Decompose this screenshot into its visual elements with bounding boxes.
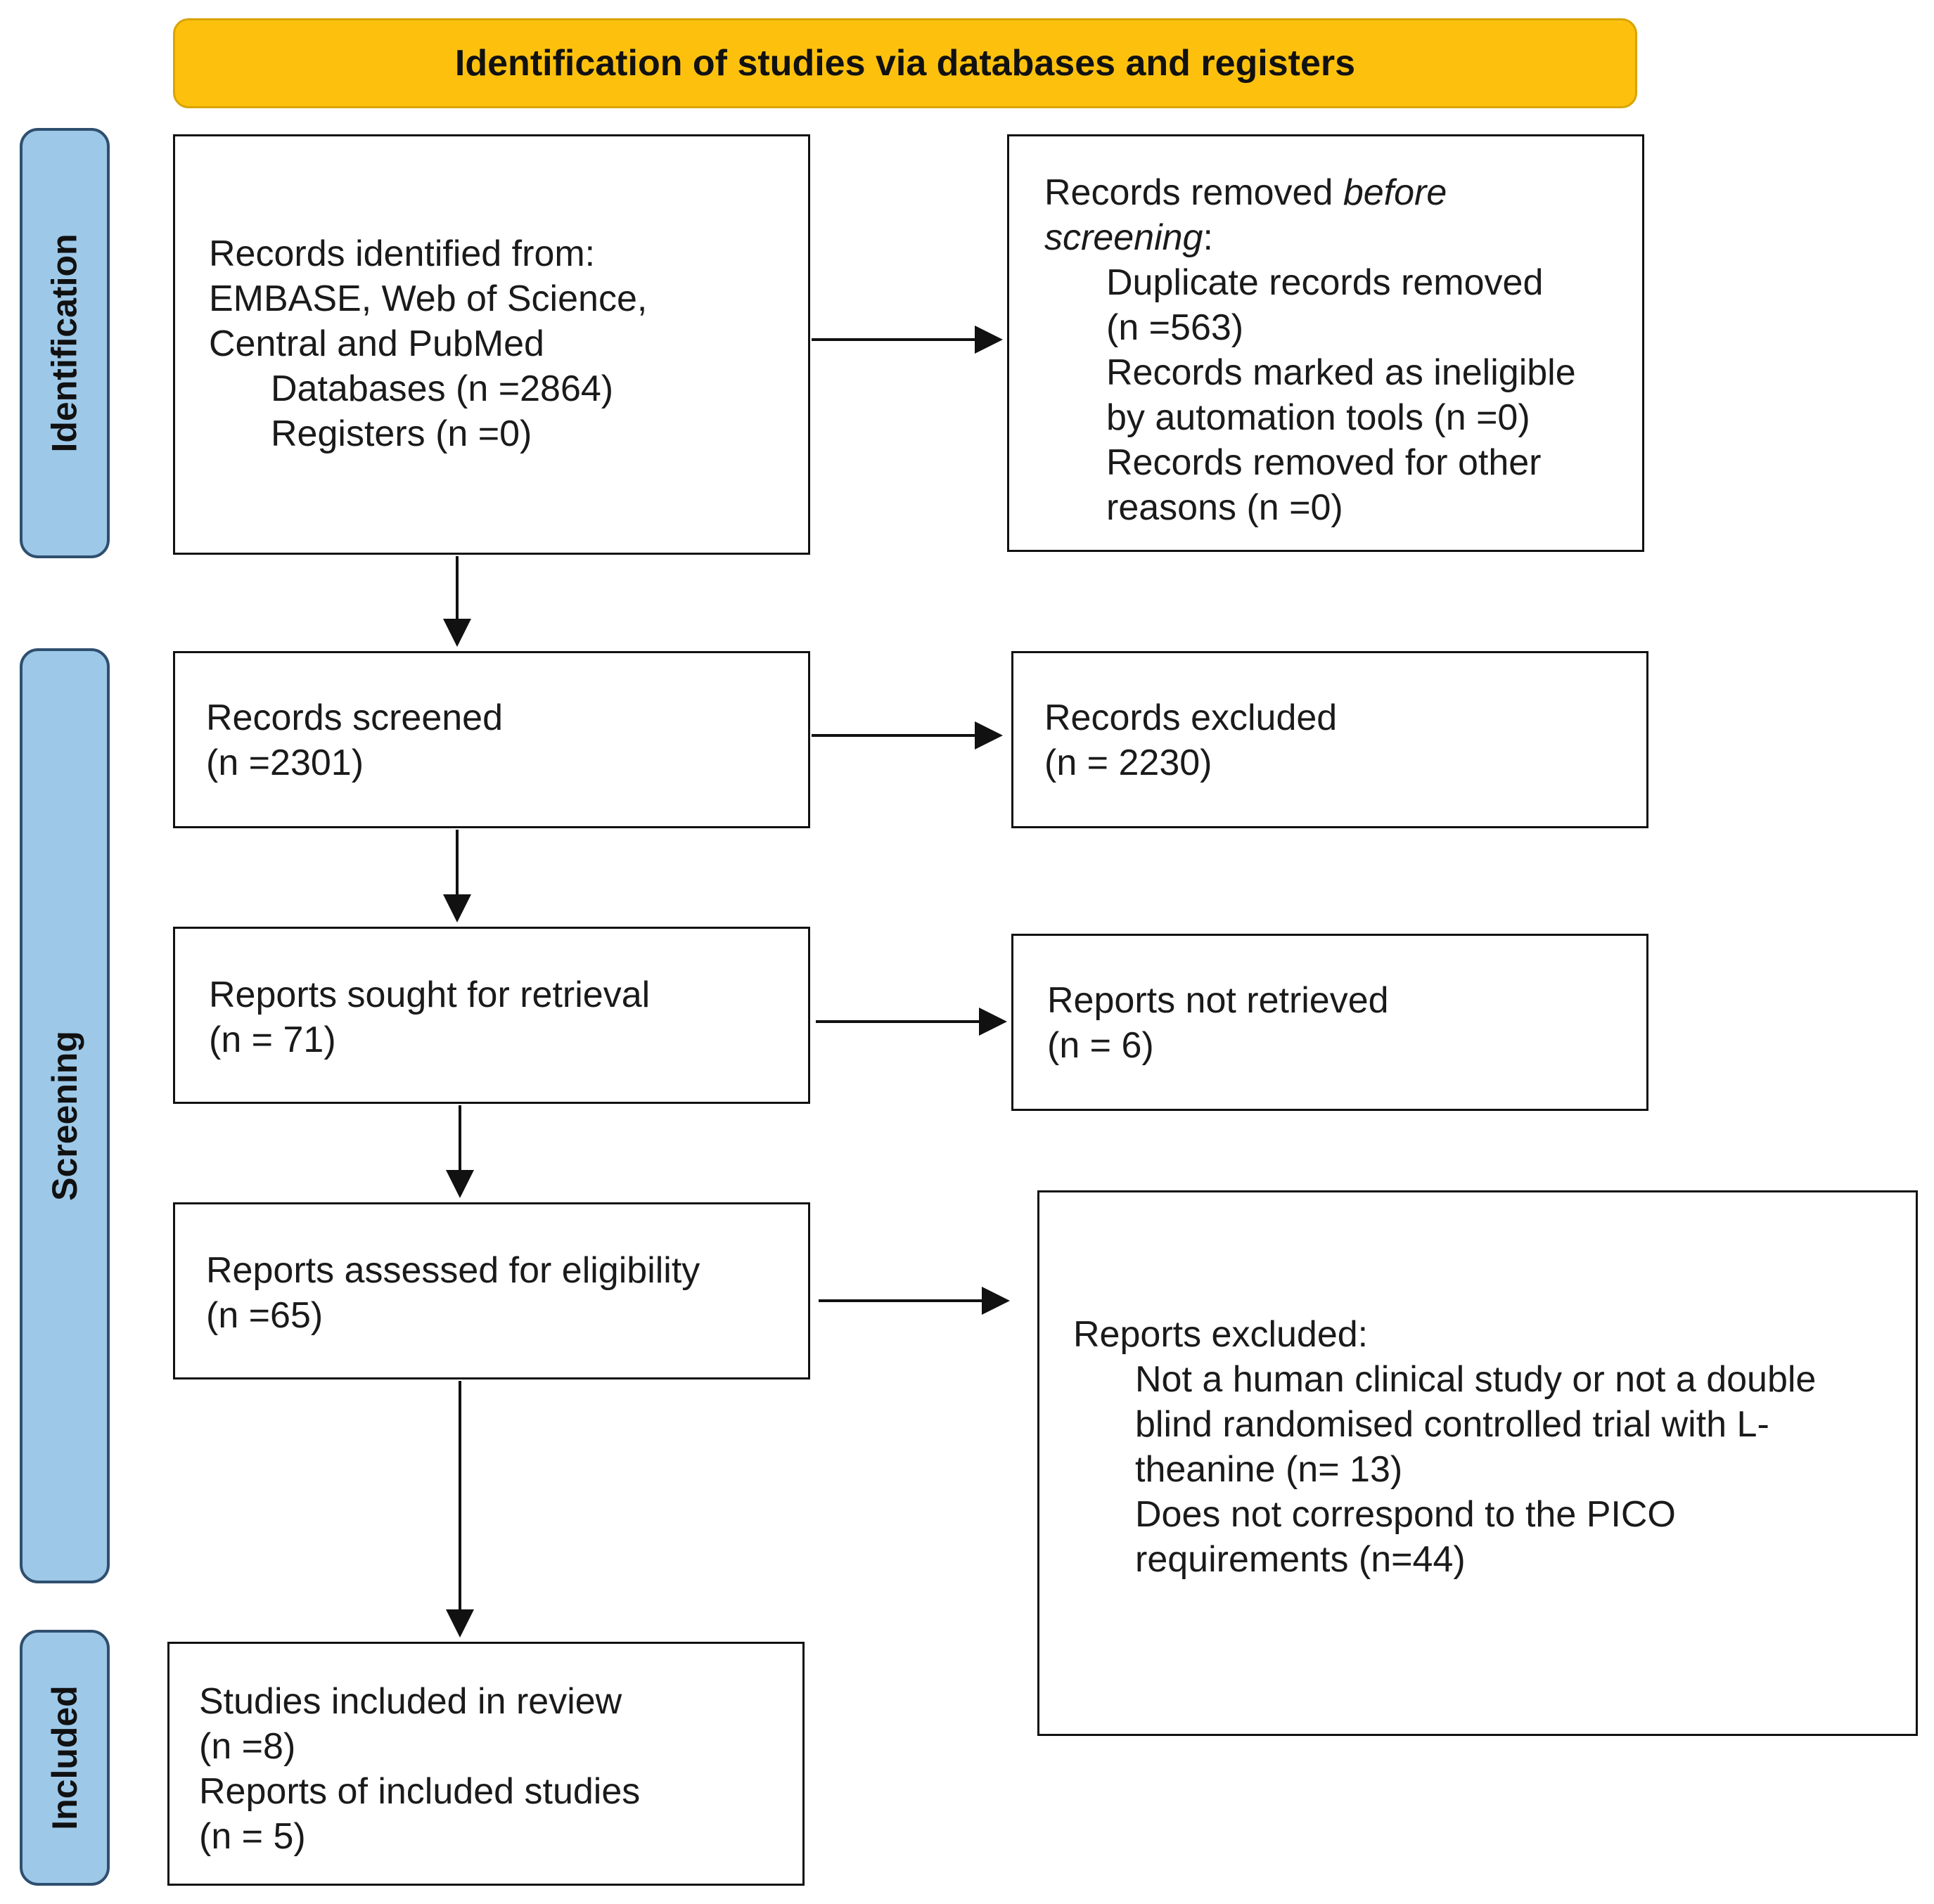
removed-duplicate-2: (n =563): [1106, 307, 1244, 348]
header-title: Identification of studies via databases …: [454, 43, 1356, 84]
studies-included-box: Studies included in review (n =8) Report…: [167, 1642, 805, 1886]
assessed-label: Reports assessed for eligibility: [206, 1250, 700, 1291]
identified-registers: Registers (n =0): [271, 413, 532, 454]
reports-excluded-reason1-b: blind randomised controlled trial with L…: [1135, 1404, 1769, 1445]
removed-heading-2: screening:: [1044, 215, 1642, 260]
removed-heading: Records removed before: [1044, 170, 1642, 215]
records-removed-box: Records removed before screening: Duplic…: [1007, 134, 1644, 552]
included-reports-label: Reports of included studies: [199, 1771, 641, 1812]
phase-identification: Identification: [20, 128, 110, 558]
reports-not-retrieved-box: Reports not retrieved (n = 6): [1011, 934, 1648, 1111]
removed-other-1: Records removed for other: [1106, 442, 1542, 483]
removed-colon: :: [1203, 217, 1213, 258]
removed-ineligible-2: by automation tools (n =0): [1106, 397, 1530, 438]
reports-excluded-reason1-a: Not a human clinical study or not a doub…: [1135, 1359, 1817, 1400]
identified-line2: EMBASE, Web of Science,: [209, 278, 648, 319]
removed-ineligible-1: Records marked as ineligible: [1106, 352, 1576, 393]
excluded-label: Records excluded: [1044, 697, 1338, 738]
header-banner: Identification of studies via databases …: [173, 18, 1637, 108]
reports-sought-box: Reports sought for retrieval (n = 71): [173, 927, 810, 1104]
screened-count: (n =2301): [206, 742, 364, 783]
sought-label: Reports sought for retrieval: [209, 974, 651, 1015]
reports-assessed-box: Reports assessed for eligibility (n =65): [173, 1202, 810, 1379]
included-studies-count: (n =8): [199, 1726, 296, 1767]
reports-excluded-reason2-a: Does not correspond to the PICO: [1135, 1494, 1676, 1535]
reports-excluded-title: Reports excluded:: [1073, 1314, 1369, 1355]
reports-excluded-reason2-b: requirements (n=44): [1135, 1539, 1466, 1580]
removed-italic-screening: screening: [1044, 217, 1203, 258]
not-retrieved-label: Reports not retrieved: [1047, 980, 1389, 1021]
removed-duplicate-1: Duplicate records removed: [1106, 262, 1544, 303]
assessed-count: (n =65): [206, 1295, 324, 1336]
sought-count: (n = 71): [209, 1019, 336, 1060]
records-identified-box: Records identified from: EMBASE, Web of …: [173, 134, 810, 555]
included-reports-count: (n = 5): [199, 1816, 306, 1857]
screened-label: Records screened: [206, 697, 503, 738]
records-screened-box: Records screened (n =2301): [173, 651, 810, 828]
reports-excluded-reason1-c: theanine (n= 13): [1135, 1449, 1403, 1490]
identified-line1: Records identified from:: [209, 233, 596, 274]
excluded-count: (n = 2230): [1044, 742, 1212, 783]
identified-databases: Databases (n =2864): [271, 368, 614, 409]
phase-screening: Screening: [20, 648, 110, 1583]
identified-line3: Central and PubMed: [209, 323, 544, 364]
removed-other-2: reasons (n =0): [1106, 487, 1343, 528]
removed-prefix: Records removed: [1044, 172, 1343, 213]
included-studies-label: Studies included in review: [199, 1681, 622, 1722]
phase-included: Included: [20, 1630, 110, 1886]
reports-excluded-box: Reports excluded: Not a human clinical s…: [1037, 1190, 1918, 1736]
not-retrieved-count: (n = 6): [1047, 1025, 1154, 1066]
records-excluded-box: Records excluded (n = 2230): [1011, 651, 1648, 828]
removed-italic-before: before: [1343, 172, 1447, 213]
